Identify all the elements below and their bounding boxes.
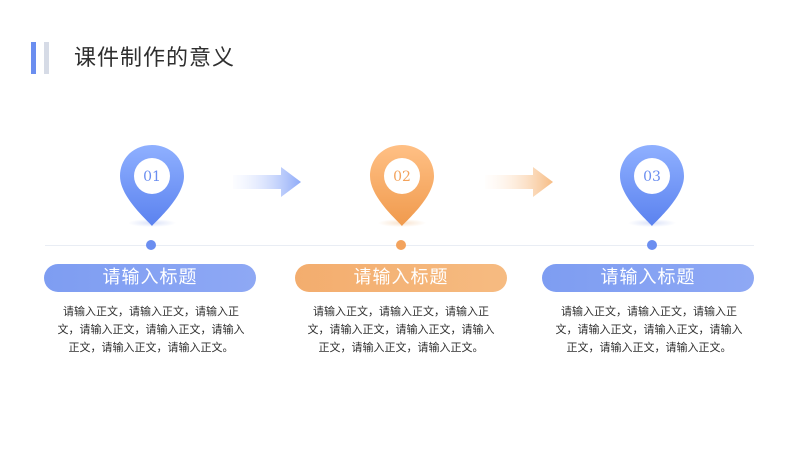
step-title-pill-1: 请输入标题	[44, 264, 256, 292]
timeline-dot-2	[396, 240, 406, 250]
step-number-2: 02	[393, 169, 411, 185]
step-title-pill-2: 请输入标题	[295, 264, 507, 292]
page-title: 课件制作的意义	[74, 46, 236, 71]
location-pin-icon-2: 02	[366, 142, 438, 230]
right-arrow-icon-2	[485, 165, 555, 199]
step-body-text-2: 请输入正文，请输入正文，请输入正文，请输入正文，请输入正文，请输入正文，请输入正…	[307, 305, 495, 354]
timeline-dot-1	[146, 240, 156, 250]
step-body-text-3: 请输入正文，请输入正文，请输入正文，请输入正文，请输入正文，请输入正文，请输入正…	[555, 305, 743, 354]
step-title-pill-3: 请输入标题	[542, 264, 754, 292]
right-arrow-icon-1	[233, 165, 303, 199]
timeline-dot-3	[647, 240, 657, 250]
location-pin-icon-1: 01	[116, 142, 188, 230]
step-number-3: 03	[643, 169, 661, 185]
title-accent-bar-secondary	[44, 42, 49, 74]
title-accent-bar-primary	[31, 42, 36, 74]
step-body-text-1: 请输入正文，请输入正文，请输入正文，请输入正文，请输入正文，请输入正文，请输入正…	[57, 305, 245, 354]
location-pin-icon-3: 03	[616, 142, 688, 230]
step-number-1: 01	[143, 169, 161, 185]
